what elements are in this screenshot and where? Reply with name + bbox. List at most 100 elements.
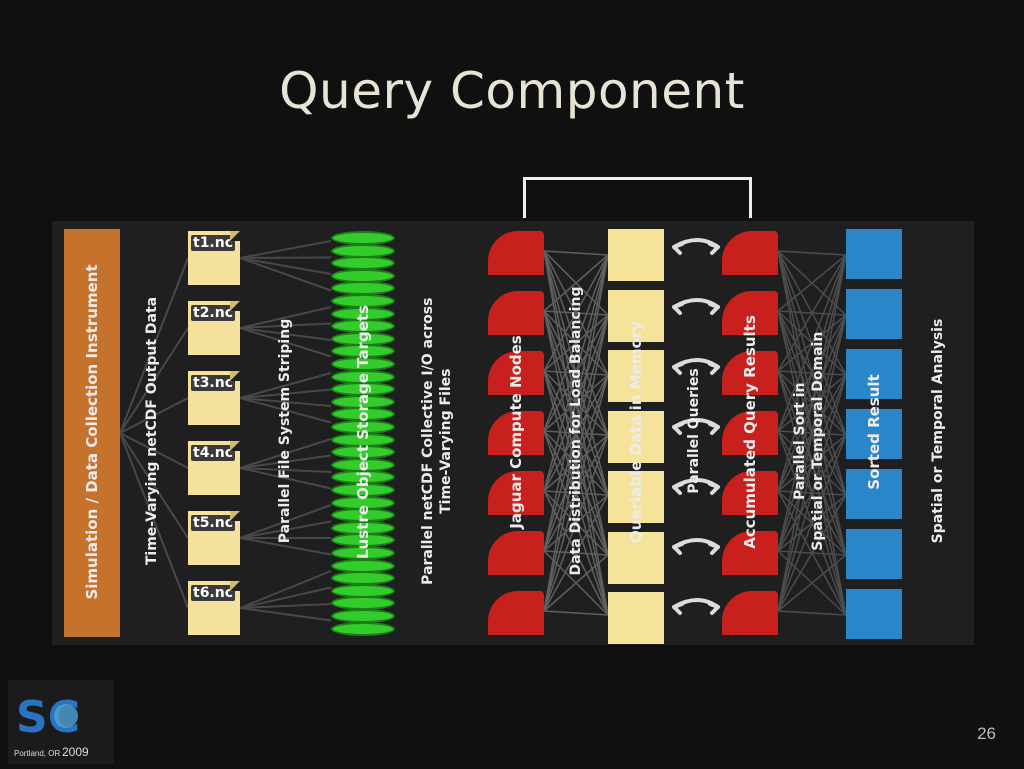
column-label: Simulation / Data Collection Instrument bbox=[83, 264, 101, 600]
file-label: t6.nc bbox=[191, 585, 236, 601]
connection-line bbox=[777, 254, 847, 552]
column-label: Parallel Sort in Spatial or Temporal Dom… bbox=[791, 331, 826, 551]
connection-line bbox=[239, 388, 332, 399]
connection-line bbox=[543, 250, 609, 256]
connection-line bbox=[239, 397, 332, 424]
connection-line bbox=[777, 254, 847, 492]
compute-node bbox=[488, 291, 544, 335]
query-component-bracket bbox=[523, 177, 752, 218]
connection-line bbox=[239, 586, 332, 609]
column-label: Spatial or Temporal Analysis bbox=[930, 318, 946, 544]
connection-line bbox=[239, 240, 332, 259]
file-label: t3.nc bbox=[191, 375, 236, 391]
query-result-node bbox=[722, 231, 778, 275]
sorted-block bbox=[846, 529, 902, 579]
connection-line bbox=[239, 607, 332, 622]
connection-line bbox=[777, 494, 847, 612]
connection-line bbox=[543, 254, 609, 312]
connection-line bbox=[119, 397, 189, 434]
bidirectional-arrow bbox=[672, 538, 720, 555]
query-result-node bbox=[722, 591, 778, 635]
netcdf-file: t2.nc bbox=[188, 301, 240, 355]
connection-line bbox=[777, 254, 847, 612]
bidirectional-arrow bbox=[672, 598, 720, 615]
connection-line bbox=[543, 254, 609, 432]
column-label: Parallel File System Striping bbox=[277, 318, 293, 544]
query-result-node bbox=[722, 471, 778, 515]
connection-line bbox=[777, 254, 847, 432]
sorted-block bbox=[846, 589, 902, 639]
netcdf-file: t3.nc bbox=[188, 371, 240, 425]
netcdf-file: t4.nc bbox=[188, 441, 240, 495]
query-result-node bbox=[722, 351, 778, 395]
sorted-block bbox=[846, 409, 902, 459]
connection-line bbox=[777, 250, 847, 256]
connection-line bbox=[239, 570, 332, 609]
connection-line bbox=[543, 494, 609, 612]
connection-line bbox=[239, 504, 332, 539]
sorted-block bbox=[846, 229, 902, 279]
file-label: t1.nc bbox=[191, 235, 236, 251]
connection-line bbox=[239, 327, 332, 358]
bidirectional-arrow bbox=[672, 418, 720, 435]
simulation-bar bbox=[64, 229, 120, 637]
memory-block bbox=[608, 229, 664, 281]
memory-block bbox=[608, 350, 664, 402]
connection-line bbox=[239, 257, 332, 292]
connection-line bbox=[119, 257, 189, 434]
column-label: Lustre Object Storage Targets bbox=[354, 305, 372, 559]
connection-line bbox=[543, 254, 609, 372]
memory-block bbox=[608, 289, 664, 342]
column-label: Jaguar Compute Nodes bbox=[507, 335, 525, 529]
connection-line bbox=[239, 467, 332, 473]
connection-line bbox=[119, 327, 189, 434]
connection-line bbox=[239, 438, 332, 469]
globe-icon bbox=[54, 704, 78, 728]
compute-node bbox=[488, 231, 544, 275]
sorted-block bbox=[846, 349, 902, 399]
connection-line bbox=[777, 254, 847, 312]
connection-line bbox=[777, 434, 847, 612]
bidirectional-arrow bbox=[672, 238, 720, 255]
connection-line bbox=[119, 432, 189, 469]
connection-line bbox=[543, 254, 609, 612]
connection-line bbox=[239, 520, 332, 539]
connection-line bbox=[543, 254, 609, 552]
compute-node bbox=[488, 471, 544, 515]
memory-block bbox=[608, 592, 664, 644]
connection-line bbox=[239, 256, 332, 259]
connection-line bbox=[239, 454, 332, 469]
connection-line bbox=[543, 610, 609, 616]
connection-line bbox=[119, 432, 189, 539]
connection-line bbox=[239, 537, 332, 556]
file-label: t5.nc bbox=[191, 515, 236, 531]
file-label: t2.nc bbox=[191, 305, 236, 321]
connection-line bbox=[543, 254, 609, 492]
connection-line bbox=[239, 603, 332, 609]
netcdf-file: t5.nc bbox=[188, 511, 240, 565]
connection-line bbox=[543, 314, 609, 612]
sorted-block bbox=[846, 469, 902, 519]
storage-disk bbox=[331, 621, 395, 636]
connection-line bbox=[777, 554, 847, 612]
diagram-connections bbox=[119, 238, 847, 622]
sc-logo: SC Portland, OR 2009 bbox=[8, 680, 114, 764]
connection-line bbox=[543, 374, 609, 612]
query-result-node bbox=[722, 531, 778, 575]
connection-line bbox=[239, 372, 332, 399]
memory-block bbox=[608, 531, 664, 584]
compute-node bbox=[488, 351, 544, 395]
connection-line bbox=[543, 434, 609, 612]
bidirectional-arrow bbox=[672, 298, 720, 315]
memory-block bbox=[608, 410, 664, 463]
compute-node bbox=[488, 591, 544, 635]
connection-line bbox=[239, 467, 332, 490]
column-label: Queriable Data in Memory bbox=[627, 321, 645, 543]
connection-line bbox=[119, 432, 189, 609]
column-label: Data Distribution for Load Balancing bbox=[568, 286, 584, 576]
logo-year: 2009 bbox=[62, 745, 89, 759]
slide-title: Query Component bbox=[279, 62, 745, 120]
query-result-node bbox=[722, 411, 778, 455]
connection-line bbox=[777, 610, 847, 616]
page-number: 26 bbox=[977, 724, 996, 743]
